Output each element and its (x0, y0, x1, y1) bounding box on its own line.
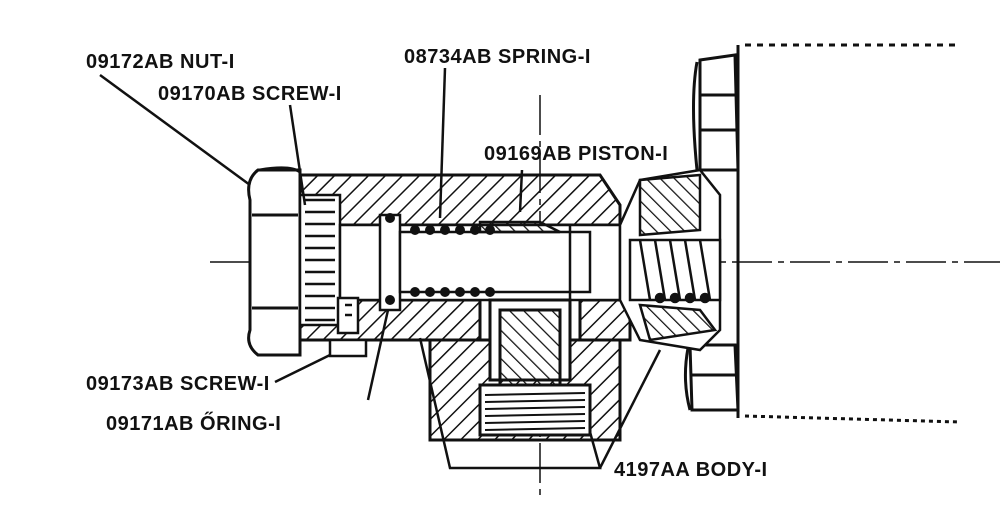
label-screw-top: 09170AB SCREW-I (158, 83, 342, 105)
leader-lines (99, 67, 662, 470)
o-rings (385, 213, 395, 305)
spring-coils (410, 225, 495, 297)
label-spring: 08734AB SPRING-I (404, 46, 591, 68)
label-body: 4197AA BODY-I (614, 459, 768, 481)
body-upper-wall (298, 173, 622, 227)
body-lower-boss (428, 298, 622, 442)
lock-screw (328, 296, 368, 358)
hex-nut (247, 166, 302, 357)
part-labels: 09172AB NUT-I 09170AB SCREW-I 08734AB SP… (86, 46, 768, 481)
outlet-fitting (618, 168, 722, 352)
label-oring: 09171AB ŐRING-I (106, 412, 281, 435)
label-nut: 09172AB NUT-I (86, 51, 235, 73)
threaded-screw (298, 193, 342, 327)
label-piston: 09169AB PISTON-I (484, 143, 668, 165)
label-screw-bottom: 09173AB SCREW-I (86, 373, 270, 395)
piston-bore (338, 213, 622, 312)
mounting-plate (683, 43, 961, 424)
